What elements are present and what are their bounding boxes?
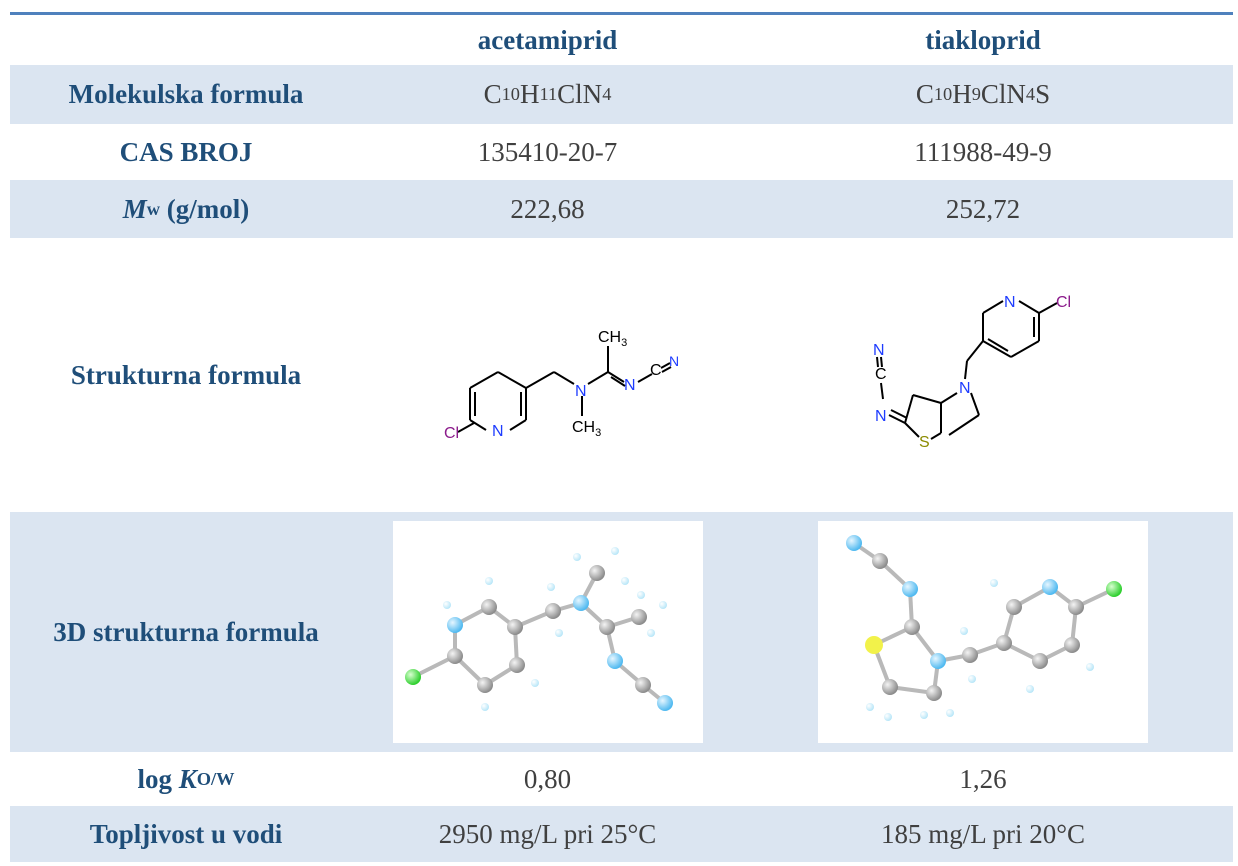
tiakloprid-3d-bonds [852, 541, 1115, 695]
atom-cl-label: Cl [444, 425, 459, 442]
header-empty-cell [10, 15, 362, 65]
structure3d-acetamiprid-cell [362, 512, 733, 752]
tiakloprid-3d-model [818, 521, 1148, 743]
logk-acetamiprid: 0,80 [523, 763, 572, 794]
header-tiakloprid: tiakloprid [925, 24, 1041, 55]
acetamiprid-structure-diagram: Cl N N N C N CH3 CH3 [444, 329, 678, 442]
label-molecular-formula: Molekulska formula [68, 79, 304, 109]
atom-n-ring-label: N [492, 423, 504, 440]
atom-c-nitrile-label: C [875, 366, 887, 383]
methyl-top-label: CH3 [598, 329, 627, 349]
mw-acetamiprid: 222,68 [510, 193, 585, 224]
row-structural-formula: Strukturna formula [10, 238, 1233, 512]
tiakloprid-atom-labels: N Cl N S N C N [873, 294, 1071, 451]
acetamiprid-3d-bonds [411, 572, 666, 705]
row-water-solubility: Topljivost u vodi 2950 mg/L pri 25°C 185… [10, 806, 1233, 862]
structure3d-tiakloprid-cell [733, 512, 1233, 752]
atom-cl-label: Cl [1056, 294, 1071, 311]
row-cas-number: CAS BROJ 135410-20-7 111988-49-9 [10, 124, 1233, 180]
cas-tiakloprid: 111988-49-9 [914, 136, 1052, 167]
acetamiprid-3d-atoms [404, 547, 673, 711]
cas-acetamiprid: 135410-20-7 [477, 136, 618, 167]
label-structural-formula: Strukturna formula [70, 359, 302, 390]
row-3d-structure: 3D strukturna formula [10, 512, 1233, 752]
solubility-acetamiprid: 2950 mg/L pri 25°C [438, 818, 657, 849]
header-acetamiprid: acetamiprid [477, 24, 618, 55]
structure-tiakloprid-cell: N Cl N S N C N [733, 238, 1233, 512]
label-water-solubility: Topljivost u vodi [89, 818, 283, 849]
table-top-rule [10, 12, 1233, 15]
acetamiprid-3d-model [392, 521, 703, 743]
atom-n-imine-label: N [875, 408, 887, 425]
atom-n-nitrile-label: N [669, 353, 678, 369]
atom-n-nitrile-label: N [873, 342, 885, 359]
properties-table: acetamiprid tiakloprid Molekulska formul… [10, 12, 1233, 862]
solubility-tiakloprid: 185 mg/L pri 20°C [880, 818, 1086, 849]
label-3d-structure: 3D strukturna formula [53, 616, 319, 647]
atom-c-nitrile-label: C [650, 362, 662, 379]
tiakloprid-structure-diagram: N Cl N S N C N [873, 294, 1071, 451]
atom-n-thiazolidine-label: N [959, 380, 971, 397]
methyl-bottom-label: CH3 [572, 419, 601, 439]
tiakloprid-3d-atoms [846, 535, 1122, 721]
atom-n-amine-label: N [575, 383, 587, 400]
logk-tiakloprid: 1,26 [959, 763, 1007, 794]
table-header-row: acetamiprid tiakloprid [10, 15, 1233, 65]
atom-n-imine-label: N [624, 377, 636, 394]
label-cas-number: CAS BROJ [119, 136, 253, 167]
atom-n-ring-label: N [1004, 294, 1016, 311]
acetamiprid-bonds [457, 346, 671, 433]
structure-acetamiprid-cell: Cl N N N C N CH3 CH3 [362, 238, 733, 512]
mw-tiakloprid: 252,72 [945, 193, 1021, 224]
tiakloprid-bonds [876, 300, 1058, 440]
atom-s-label: S [919, 434, 930, 451]
acetamiprid-atom-labels: Cl N N N C N CH3 CH3 [444, 329, 678, 442]
